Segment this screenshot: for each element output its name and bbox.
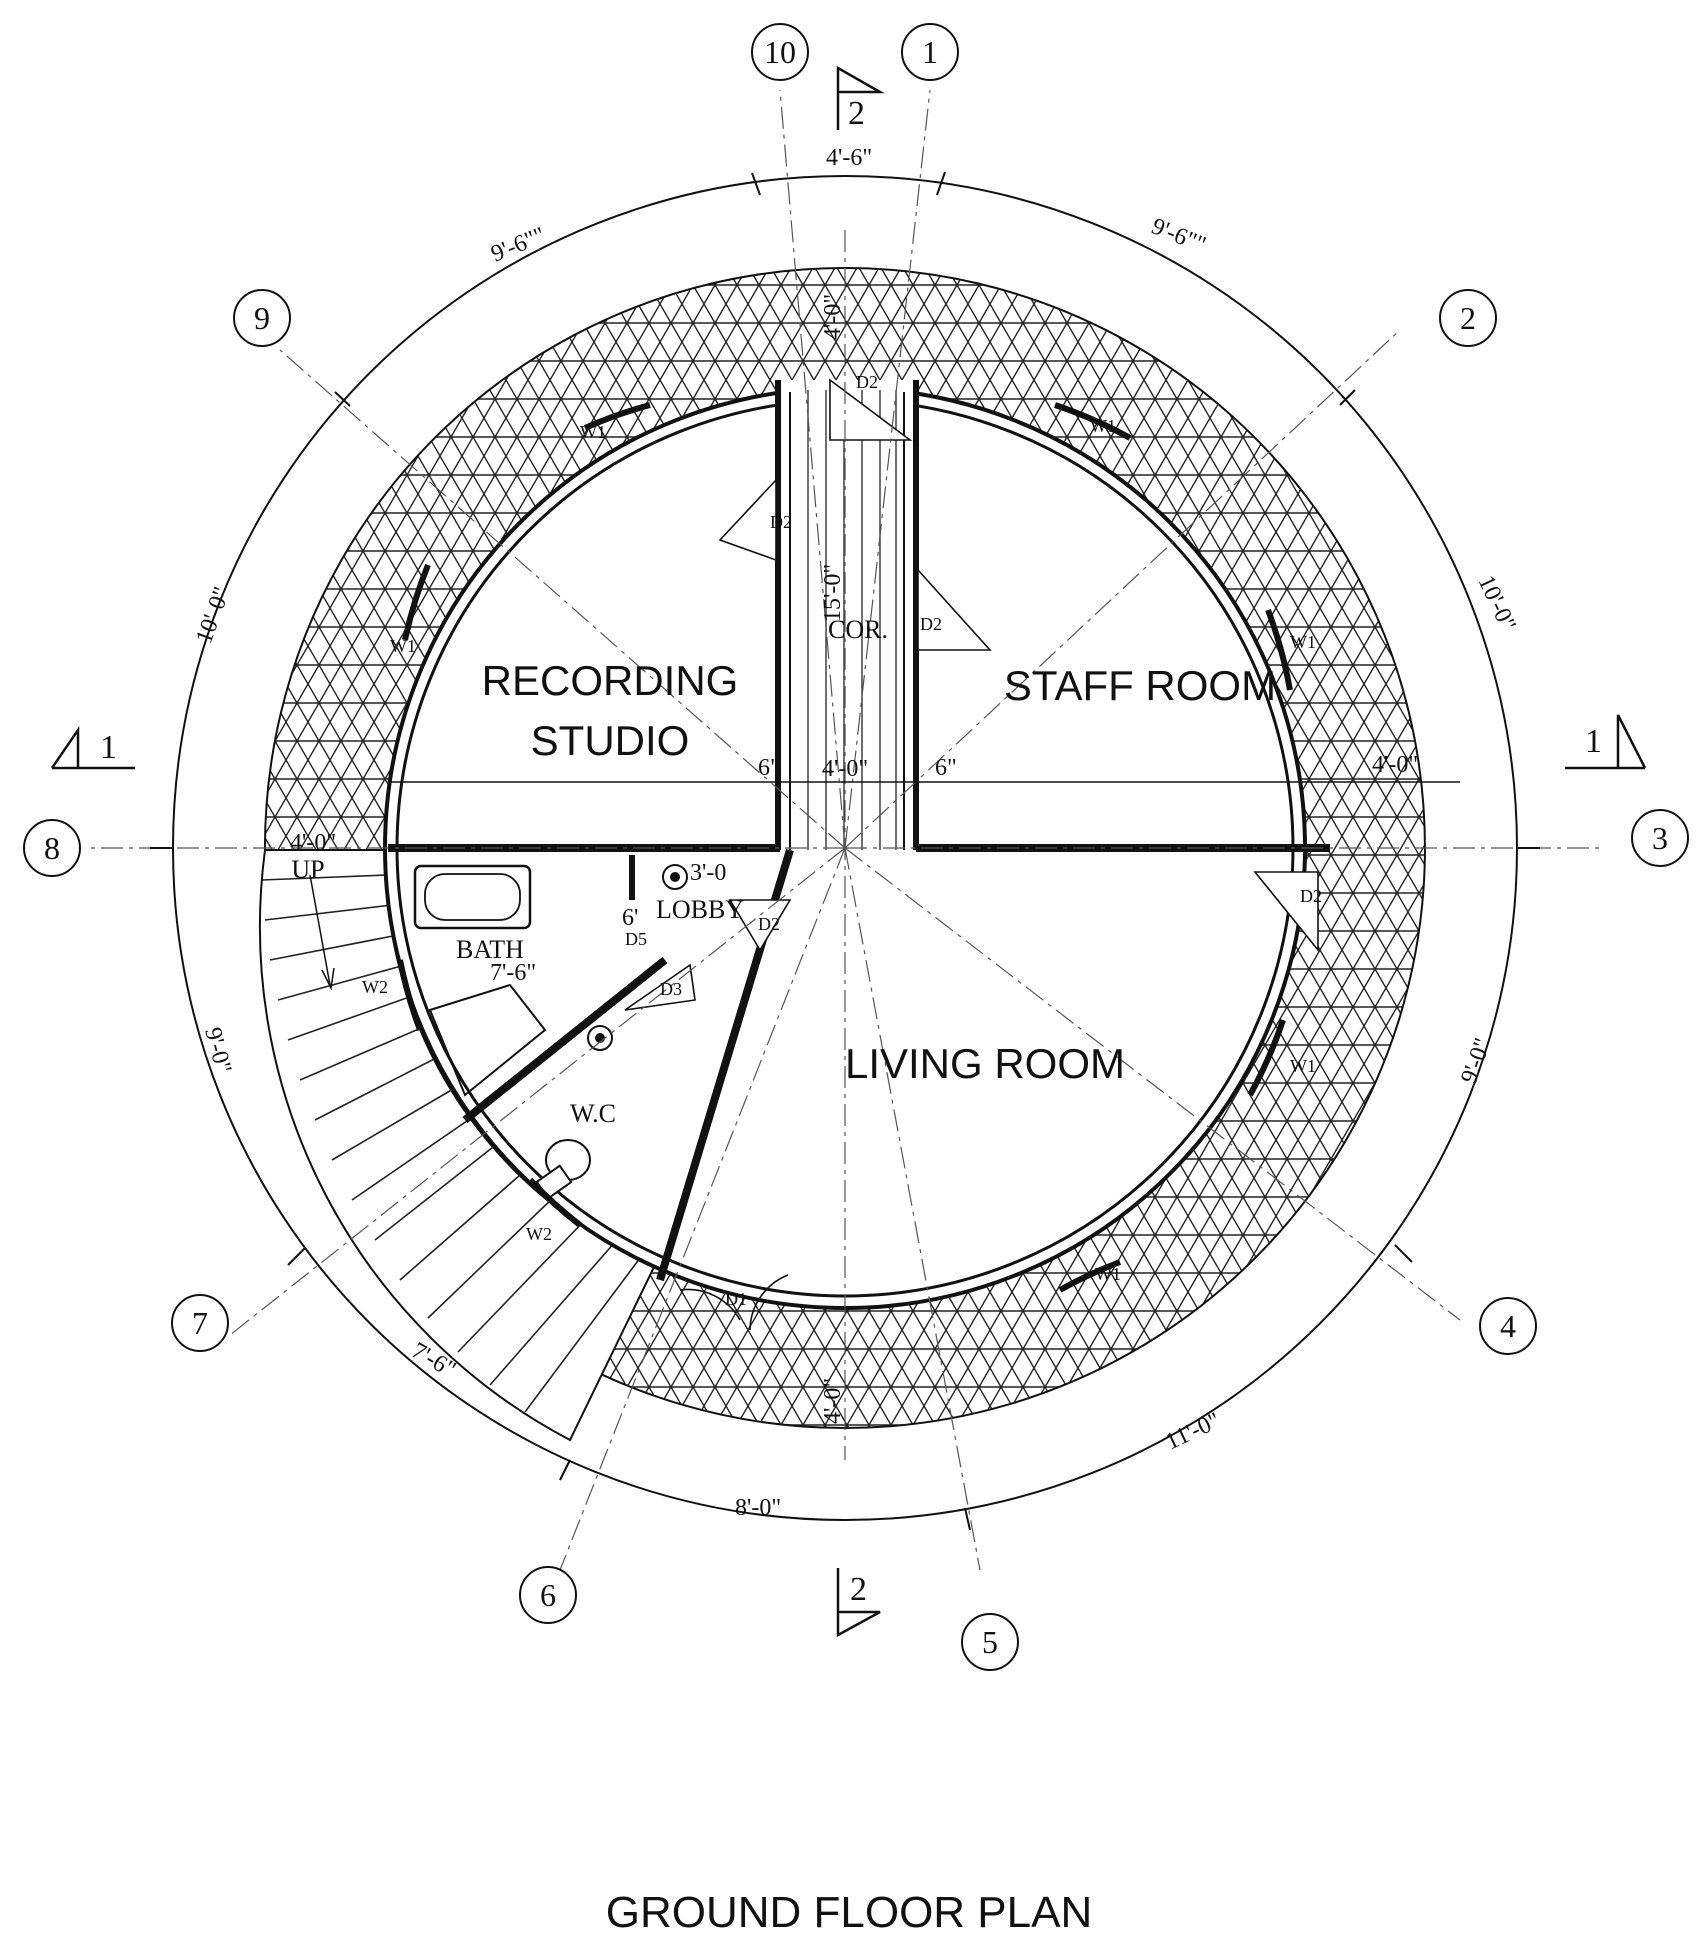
grid-label-6: 6 [540, 1577, 556, 1613]
window-label-w1-living: W1 [1290, 1056, 1316, 1076]
dim-wall-right: 6" [935, 755, 957, 781]
door-d1 [679, 1274, 789, 1331]
door-label-d2-living: D2 [1300, 886, 1322, 906]
grid-bubble-6 [519, 1566, 577, 1624]
section-label-1-left: 1 [100, 729, 117, 766]
grid-bubble-8 [23, 819, 81, 877]
dim-cor-width: 4'-0" [822, 756, 868, 782]
toilet [535, 1139, 591, 1200]
door-d2-studio [718, 477, 777, 562]
window-label-w2-bath: W2 [362, 977, 388, 997]
dim-right-terrace: 4'-0" [1372, 752, 1418, 778]
door-label-d3: D3 [660, 979, 682, 999]
grid-lines [90, 89, 1600, 1571]
drawing-title: GROUND FLOOR PLAN [605, 1888, 1093, 1937]
room-living: LIVING ROOM [845, 1040, 1125, 1087]
dim-lobby-a: 6' [622, 905, 638, 931]
window-label-w1-left: W1 [390, 636, 416, 656]
room-staff: STAFF ROOM [1004, 662, 1276, 709]
stair-treads [261, 874, 641, 1413]
dim-left-terrace: 4'-0" [290, 830, 336, 856]
grid-label-4: 4 [1500, 1308, 1516, 1344]
dim-bath-width: 7'-6" [490, 960, 536, 986]
grid-bubble-5 [961, 1613, 1019, 1671]
section-label-2-bottom: 2 [850, 1571, 867, 1608]
room-lobby: LOBBY [656, 895, 744, 924]
section-mark-2-bottom [836, 1568, 881, 1638]
window-label-w1-bottom: W1 [1095, 1264, 1121, 1284]
section-mark-2-top [836, 65, 885, 130]
dim-top-wall: 4'-0" [820, 294, 846, 340]
lobby-basin [662, 864, 688, 890]
grid-bubble-10 [751, 23, 809, 81]
section-label-2-top: 2 [848, 95, 865, 132]
room-bath: BATH [456, 935, 524, 964]
dim-3-4: 9'-0" [1456, 1035, 1496, 1087]
door-d2-living [1253, 871, 1319, 953]
grid-label-2: 2 [1460, 300, 1476, 336]
shower-tray [428, 983, 547, 1097]
dim-lobby-b: 3'-0 [690, 860, 726, 886]
door-d3 [624, 963, 696, 1011]
section-mark-1-left [50, 725, 135, 770]
grid-label-10: 10 [764, 34, 796, 70]
window-label-w2-wc: W2 [526, 1224, 552, 1244]
dim-5-6: 8'-0" [735, 1495, 781, 1521]
grid-bubble-1 [901, 23, 959, 81]
wc-wall [462, 956, 668, 1124]
dim-wall-left: 6" [758, 755, 780, 781]
window-label-w1-right: W1 [1290, 632, 1316, 652]
door-label-d2-staff: D2 [920, 614, 942, 634]
grid-label-3: 3 [1652, 820, 1668, 856]
corridor [775, 380, 919, 850]
door-d2-staff [917, 567, 992, 651]
section-label-1-right: 1 [1585, 723, 1602, 760]
room-recording-line2: STUDIO [531, 717, 690, 764]
dim-4-5: 11'-0" [1162, 1408, 1225, 1456]
grid-label-9: 9 [254, 300, 270, 336]
stair-up-label: UP [291, 855, 324, 884]
dim-7-8: 9'-0" [199, 1025, 236, 1076]
grid-bubble-7 [171, 1294, 229, 1352]
grid-bubbles [23, 23, 1689, 1671]
window-label-w1-studio: W1 [580, 422, 606, 442]
room-corridor: COR. [828, 615, 888, 644]
grid-label-7: 7 [192, 1305, 208, 1341]
window-label-w1-staff: W1 [1090, 416, 1116, 436]
dim-8-9: 10'-0" [191, 584, 235, 648]
grid-bubble-4 [1479, 1297, 1537, 1355]
grid-bubble-2 [1439, 289, 1497, 347]
grid-bubble-3 [1631, 809, 1689, 867]
door-label-d2-studio: D2 [770, 512, 792, 532]
grid-label-8: 8 [44, 830, 60, 866]
bathtub [413, 864, 532, 930]
grid-bubble-9 [233, 289, 291, 347]
grid-label-5: 5 [982, 1624, 998, 1660]
dimension-ticks [150, 171, 1540, 1531]
grid-label-1: 1 [922, 34, 938, 70]
stair-up-arrow [309, 874, 331, 986]
door-label-d2-top: D2 [856, 372, 878, 392]
door-label-d2-lobby: D2 [758, 914, 780, 934]
section-mark-1-right [1565, 714, 1647, 770]
door-label-d5: D5 [625, 929, 647, 949]
room-wc: W.C [570, 1099, 616, 1128]
door-label-d1: D1 [725, 1289, 747, 1309]
door-d2-top [829, 378, 913, 441]
dim-bottom-wall: 4'-0" [820, 1378, 846, 1424]
room-recording-line1: RECORDING [482, 657, 739, 704]
door-d2-lobby [728, 899, 792, 952]
dim-cor-length: 15'-0" [820, 564, 846, 622]
dim-10-1: 4'-6" [826, 145, 872, 171]
windows [397, 402, 1293, 1293]
